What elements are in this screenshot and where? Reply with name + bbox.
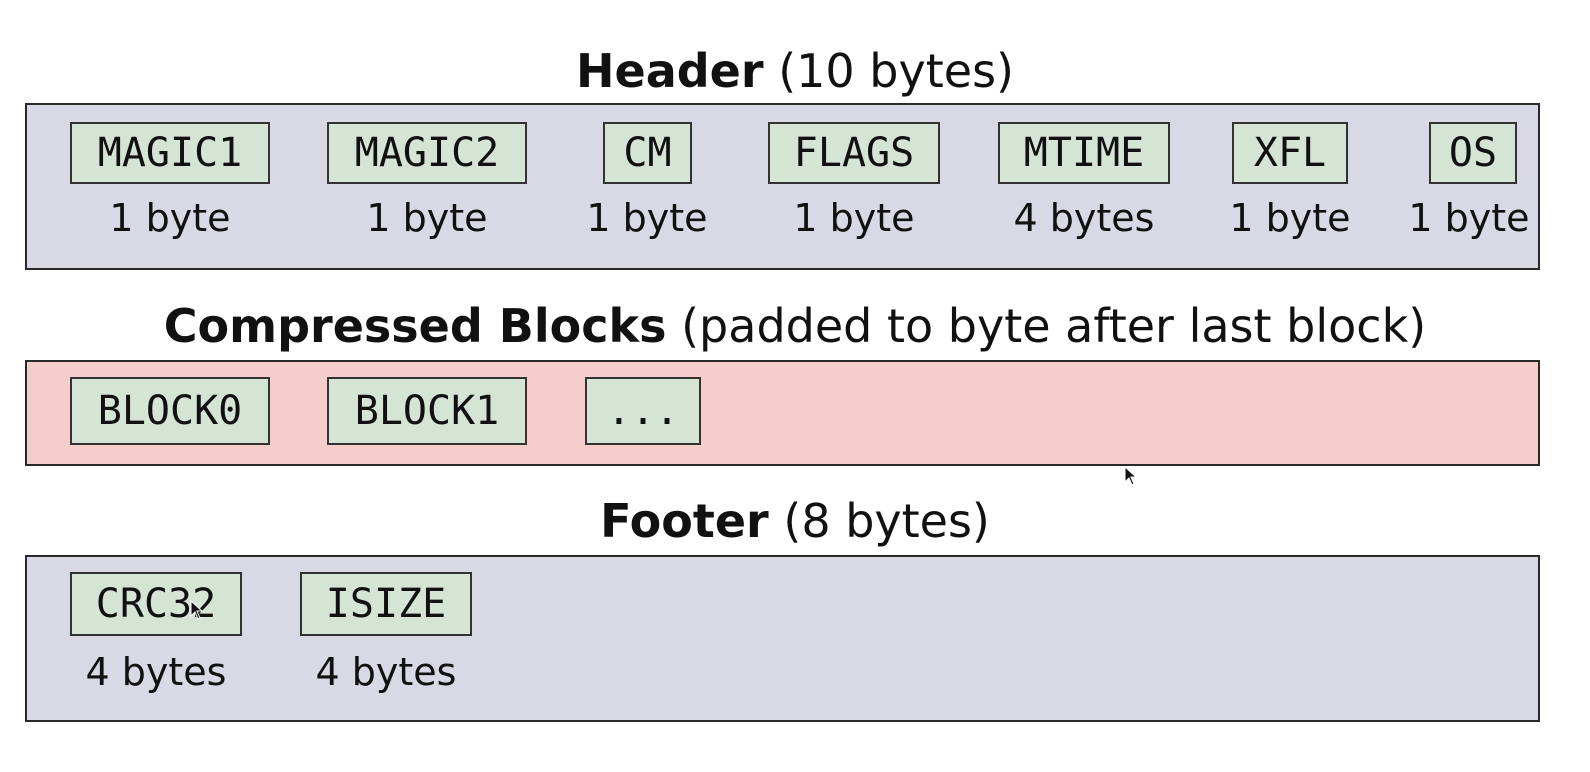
footer-title-name: Footer	[600, 494, 769, 548]
field-isize-size: 4 bytes	[315, 650, 457, 694]
field-block1: BLOCK1	[327, 377, 527, 445]
field-cm-size: 1 byte	[586, 196, 708, 240]
field-os: OS	[1429, 122, 1517, 184]
field-magic1: MAGIC1	[70, 122, 270, 184]
blocks-title: Compressed Blocks (padded to byte after …	[0, 298, 1590, 354]
blocks-section: BLOCK0 BLOCK1 ...	[25, 360, 1540, 466]
header-title-name: Header	[576, 44, 764, 98]
field-xfl: XFL	[1232, 122, 1348, 184]
blocks-title-note: (padded to byte after last block)	[681, 299, 1427, 353]
field-crc32-size: 4 bytes	[85, 650, 227, 694]
field-magic2-size: 1 byte	[366, 196, 488, 240]
field-cm: CM	[603, 122, 692, 184]
field-isize: ISIZE	[300, 572, 472, 636]
field-crc32: CRC32	[70, 572, 242, 636]
field-flags-size: 1 byte	[793, 196, 915, 240]
footer-title-size: (8 bytes)	[783, 494, 990, 548]
field-magic2: MAGIC2	[327, 122, 527, 184]
field-xfl-size: 1 byte	[1229, 196, 1351, 240]
field-magic1-size: 1 byte	[109, 196, 231, 240]
field-os-size: 1 byte	[1408, 196, 1530, 240]
header-title-size: (10 bytes)	[778, 44, 1014, 98]
field-ellipsis: ...	[585, 377, 701, 445]
field-flags: FLAGS	[768, 122, 940, 184]
field-mtime-size: 4 bytes	[1013, 196, 1155, 240]
field-mtime: MTIME	[998, 122, 1170, 184]
footer-section: CRC32 ISIZE 4 bytes 4 bytes	[25, 555, 1540, 722]
header-title: Header (10 bytes)	[0, 43, 1590, 99]
footer-title: Footer (8 bytes)	[0, 493, 1590, 549]
field-block0: BLOCK0	[70, 377, 270, 445]
blocks-title-name: Compressed Blocks	[163, 299, 667, 353]
header-section: MAGIC1 MAGIC2 CM FLAGS MTIME XFL OS 1 by…	[25, 103, 1540, 270]
